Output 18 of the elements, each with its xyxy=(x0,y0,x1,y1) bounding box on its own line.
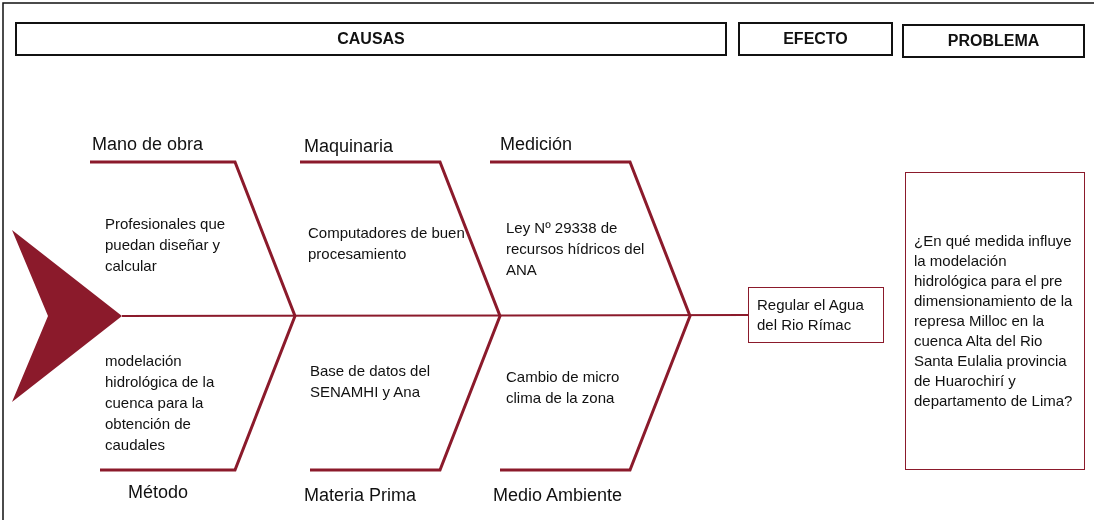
category-label: Medición xyxy=(500,134,573,155)
category-label: Medio Ambiente xyxy=(493,485,623,506)
cause-text: modelación hidrológica de la cuenca para la obtención de caudales xyxy=(105,351,216,455)
cause-text: Base de datos del SENAMHI y Ana xyxy=(310,361,432,402)
problem-box: ¿En qué medida influye la modelación hidrológica para el pre dimensionamiento de la represa Milloc en la cuenca Alta del Rio Santa Eulalia provincia de Huarochirí y departamento de Lima? xyxy=(905,172,1085,470)
category-label: Maquinaria xyxy=(304,136,394,157)
cause-text: Ley Nº 29338 de recursos hídricos del ANA xyxy=(506,218,646,280)
category-label: Materia Prima xyxy=(304,485,417,506)
cause-text: Cambio de micro clima de la zona xyxy=(506,367,621,408)
category-label: Mano de obra xyxy=(92,134,204,155)
effect-box: Regular el Agua del Rio Rímac xyxy=(748,287,884,343)
category-label: Método xyxy=(128,482,189,503)
section-header: CAUSAS xyxy=(15,22,727,56)
section-header: EFECTO xyxy=(738,22,893,56)
cause-text: Computadores de buen procesamiento xyxy=(308,223,466,264)
cause-text: Profesionales que puedan diseñar y calcular xyxy=(105,214,227,276)
spine-line xyxy=(121,314,749,317)
section-header: PROBLEMA xyxy=(902,24,1085,58)
